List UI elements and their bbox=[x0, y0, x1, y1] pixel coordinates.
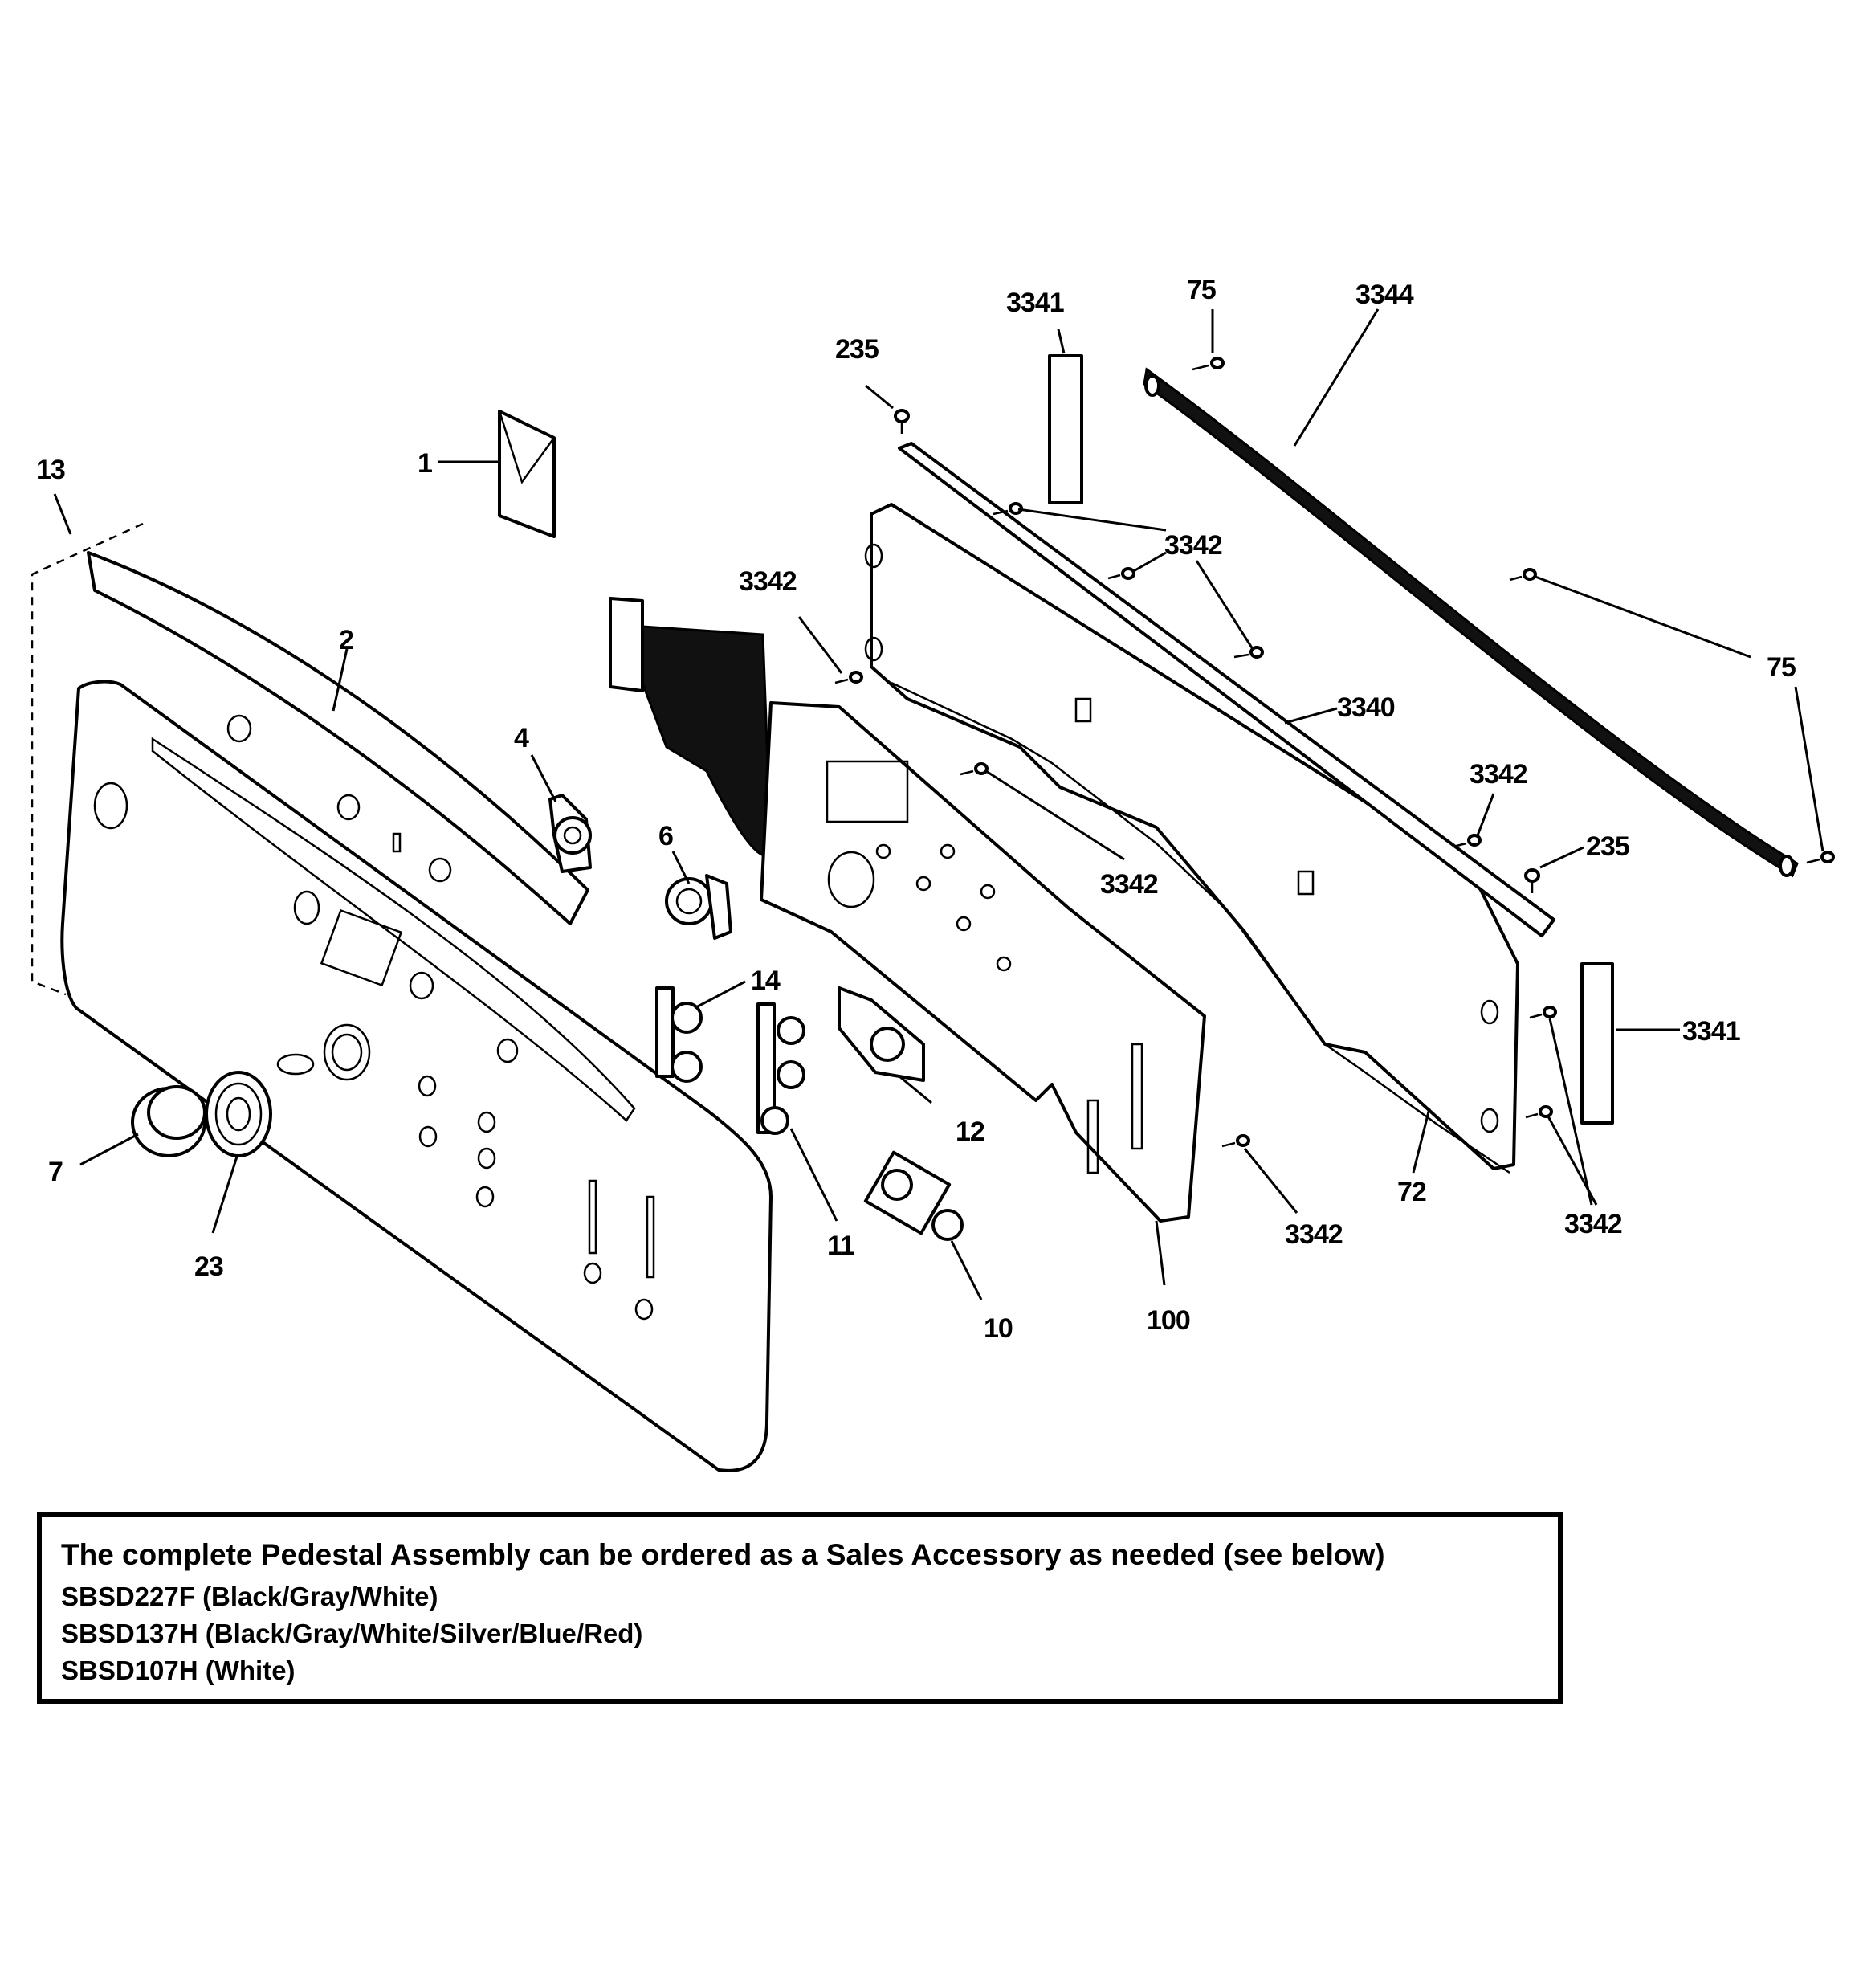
leader-lines bbox=[53, 308, 1824, 1300]
ribbon-cable bbox=[609, 597, 773, 857]
callout-75-top: 75 bbox=[1187, 275, 1216, 305]
part-14-switch-array bbox=[655, 986, 703, 1083]
screw-3342-5 bbox=[960, 762, 989, 776]
callout-7: 7 bbox=[48, 1157, 63, 1187]
part-23-bezel bbox=[205, 1071, 272, 1157]
callout-2: 2 bbox=[339, 625, 353, 655]
part-7-knob bbox=[131, 1085, 206, 1157]
callout-72: 72 bbox=[1397, 1177, 1426, 1207]
callout-3341-top: 3341 bbox=[1006, 288, 1064, 318]
callout-23: 23 bbox=[194, 1251, 223, 1282]
screws bbox=[834, 357, 1835, 1148]
pedestal-accessory-note: The complete Pedestal Assembly can be or… bbox=[37, 1512, 1563, 1704]
part-2-upper-trim bbox=[87, 551, 589, 925]
part-11-switch-array bbox=[756, 1002, 805, 1135]
part-3341-block-right bbox=[1580, 962, 1614, 1125]
callout-10: 10 bbox=[984, 1313, 1013, 1344]
callout-3342-left: 3342 bbox=[739, 566, 797, 597]
screw-3342-7 bbox=[1529, 1006, 1557, 1019]
screw-3342-4 bbox=[834, 671, 863, 684]
callout-12: 12 bbox=[956, 1116, 984, 1147]
note-line-sbsd137h: SBSD137H (Black/Gray/White/Silver/Blue/R… bbox=[61, 1619, 643, 1648]
screw-3342-2 bbox=[1107, 567, 1135, 580]
callout-3340: 3340 bbox=[1337, 692, 1395, 723]
part-1-instruction-card bbox=[498, 410, 556, 538]
callout-3342-middle: 3342 bbox=[1100, 869, 1158, 900]
part-72-gasket bbox=[891, 681, 1510, 1174]
screw-75-right-a bbox=[1509, 568, 1537, 582]
callout-1: 1 bbox=[418, 448, 432, 479]
top-rail bbox=[898, 442, 1555, 937]
part-6-switch bbox=[665, 874, 732, 940]
note-line-sbsd227f: SBSD227F (Black/Gray/White) bbox=[61, 1582, 438, 1611]
screw-3342-3 bbox=[1233, 646, 1264, 659]
callout-3342-bottom: 3342 bbox=[1285, 1219, 1343, 1250]
callout-13: 13 bbox=[36, 455, 65, 485]
callout-75-right: 75 bbox=[1767, 652, 1796, 683]
screw-3342-8 bbox=[1525, 1105, 1553, 1119]
screw-3342-9 bbox=[1221, 1134, 1250, 1148]
screw-3342-1 bbox=[993, 502, 1023, 516]
part-10-switch bbox=[863, 1150, 964, 1241]
callout-3342-bottom-right: 3342 bbox=[1564, 1209, 1622, 1239]
callout-3344: 3344 bbox=[1355, 280, 1414, 310]
part-100-control-board bbox=[760, 701, 1206, 1223]
callout-14: 14 bbox=[751, 965, 781, 996]
screw-235-right bbox=[1524, 868, 1540, 893]
note-heading: The complete Pedestal Assembly can be or… bbox=[61, 1538, 1385, 1571]
callout-3342-right: 3342 bbox=[1470, 759, 1527, 790]
note-line-sbsd107h: SBSD107H (White) bbox=[61, 1655, 296, 1685]
callout-3342-top: 3342 bbox=[1164, 530, 1222, 561]
screw-75-top bbox=[1192, 357, 1225, 371]
part-13-bracket bbox=[31, 522, 144, 996]
callout-3341-right: 3341 bbox=[1682, 1016, 1740, 1047]
screw-75-right-b bbox=[1806, 851, 1835, 864]
callout-235-top: 235 bbox=[835, 334, 879, 365]
part-3341-block-top bbox=[1048, 354, 1083, 504]
callout-100: 100 bbox=[1147, 1305, 1190, 1336]
part-12-switch bbox=[838, 986, 925, 1082]
screw-235-top bbox=[894, 409, 910, 434]
callout-11: 11 bbox=[827, 1231, 854, 1261]
screw-3342-6 bbox=[1453, 834, 1482, 848]
callout-labels: 1 13 2 4 6 14 12 11 10 7 23 100 235 3341… bbox=[36, 275, 1796, 1344]
console-front-panel bbox=[60, 680, 773, 1472]
callout-4: 4 bbox=[514, 723, 529, 753]
callout-235-right: 235 bbox=[1586, 831, 1629, 862]
part-3344-trim-strip bbox=[1143, 367, 1799, 878]
part-4-switch bbox=[548, 794, 592, 873]
callout-6: 6 bbox=[658, 821, 673, 851]
